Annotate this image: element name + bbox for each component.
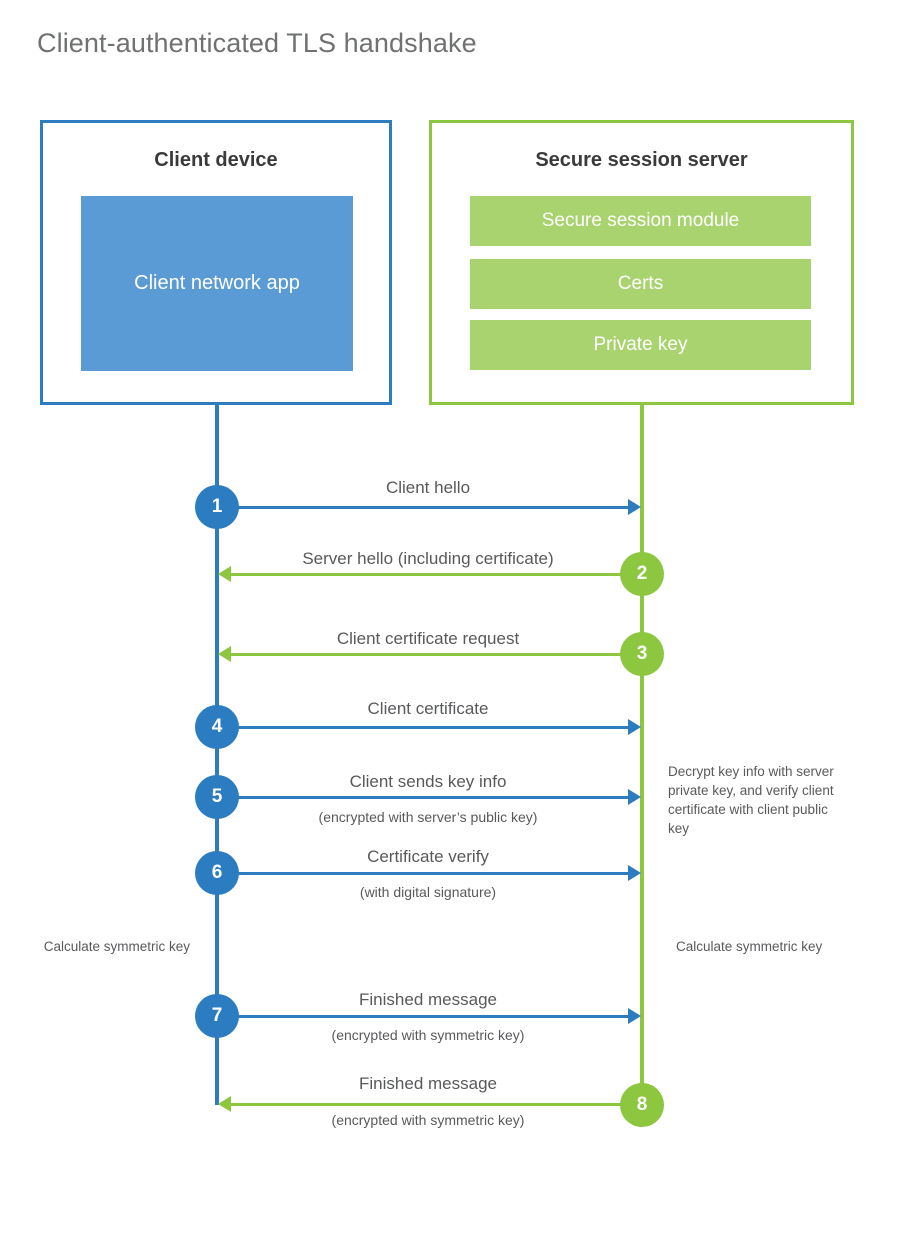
message-4-label: Client certificate <box>367 699 489 718</box>
message-2-arrowhead-icon <box>218 566 231 582</box>
step-circle-1[interactable]: 1 <box>195 485 239 529</box>
client-device-box: Client device Client network app <box>40 120 392 405</box>
page-title: Client-authenticated TLS handshake <box>37 28 477 58</box>
step-circle-6[interactable]: 6 <box>195 851 239 895</box>
message-2-label: Server hello (including certificate) <box>302 549 554 568</box>
annotation-server-calculate-symmetric-key: Calculate symmetric key <box>676 939 823 954</box>
message-4-line <box>217 726 629 729</box>
server-component-secure-session-module: Secure session module <box>470 196 811 246</box>
message-5-arrowhead-icon <box>628 789 641 805</box>
client-lifeline <box>215 405 219 1105</box>
message-8-arrowhead-icon <box>218 1096 231 1112</box>
message-8-line <box>230 1103 630 1106</box>
message-8-label: Finished message <box>359 1074 497 1093</box>
message-5-line <box>217 796 629 799</box>
message-6-sublabel: (with digital signature) <box>359 884 497 900</box>
step-circle-3[interactable]: 3 <box>620 632 664 676</box>
message-8-sublabel: (encrypted with symmetric key) <box>331 1112 525 1128</box>
message-4-arrowhead-icon <box>628 719 641 735</box>
client-device-title: Client device <box>154 149 278 171</box>
message-6-line <box>217 872 629 875</box>
message-7-line <box>217 1015 629 1018</box>
step-circle-2[interactable]: 2 <box>620 552 664 596</box>
step-circle-5[interactable]: 5 <box>195 775 239 819</box>
message-5-label: Client sends key info <box>349 772 507 791</box>
server-component-certs: Certs <box>470 259 811 309</box>
secure-session-server-box: Secure session server Secure session mod… <box>429 120 854 405</box>
annotation-server-decrypt: Decrypt key info with server private key… <box>668 764 834 837</box>
message-6-label: Certificate verify <box>367 847 489 866</box>
message-7-label: Finished message <box>359 990 497 1009</box>
message-1-line <box>217 506 629 509</box>
message-7-sublabel: (encrypted with symmetric key) <box>331 1027 525 1043</box>
secure-session-server-title: Secure session server <box>535 149 748 171</box>
annotation-client-calculate-symmetric-key: Calculate symmetric key <box>43 939 190 954</box>
step-circle-7[interactable]: 7 <box>195 994 239 1038</box>
message-6-arrowhead-icon <box>628 865 641 881</box>
message-7-arrowhead-icon <box>628 1008 641 1024</box>
message-3-line <box>230 653 630 656</box>
client-network-app-block: Client network app <box>81 196 353 371</box>
message-1-arrowhead-icon <box>628 499 641 515</box>
message-2-line <box>230 573 630 576</box>
step-circle-8[interactable]: 8 <box>620 1083 664 1127</box>
server-component-private-key: Private key <box>470 320 811 370</box>
message-3-label: Client certificate request <box>336 629 520 648</box>
message-3-arrowhead-icon <box>218 646 231 662</box>
message-5-sublabel: (encrypted with server’s public key) <box>318 809 538 825</box>
server-lifeline <box>640 405 644 1105</box>
message-1-label: Client hello <box>385 478 471 497</box>
step-circle-4[interactable]: 4 <box>195 705 239 749</box>
